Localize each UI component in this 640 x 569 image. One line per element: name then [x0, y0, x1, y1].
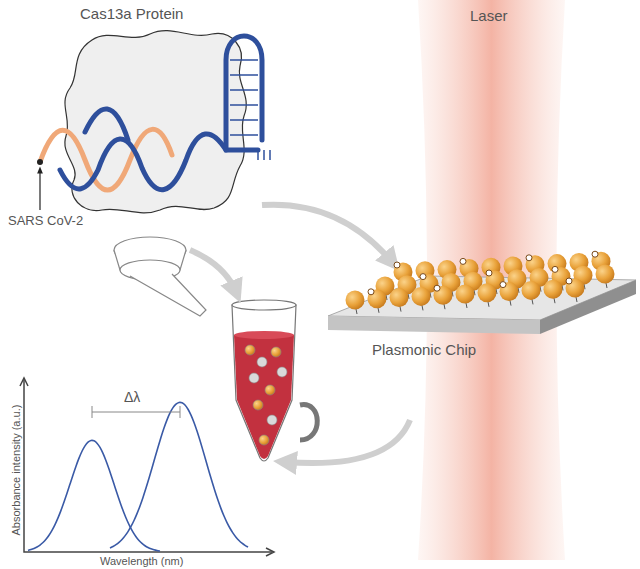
- target-label: SARS CoV-2: [8, 214, 83, 228]
- shift-label: Δλ: [124, 390, 140, 405]
- axis-title: Absorbance intensity (a.u.): [10, 405, 22, 536]
- nanoparticles: [346, 251, 615, 314]
- tube-particles: [245, 345, 287, 445]
- spectrum-plot: [20, 378, 274, 556]
- axis-title: Wavelength (nm): [100, 555, 183, 567]
- base-pairs: [230, 60, 270, 160]
- process-arrows: [190, 205, 410, 463]
- rna-duplex: [40, 36, 262, 190]
- pointer-arrow: [39, 170, 40, 210]
- protein-label: Cas13a Protein: [80, 6, 183, 23]
- plasmonic-chip: [328, 276, 636, 334]
- rna-end-dot: [37, 159, 43, 165]
- sample-tube: [232, 300, 317, 461]
- chip-label: Plasmonic Chip: [372, 342, 476, 359]
- laser-label: Laser: [470, 8, 508, 25]
